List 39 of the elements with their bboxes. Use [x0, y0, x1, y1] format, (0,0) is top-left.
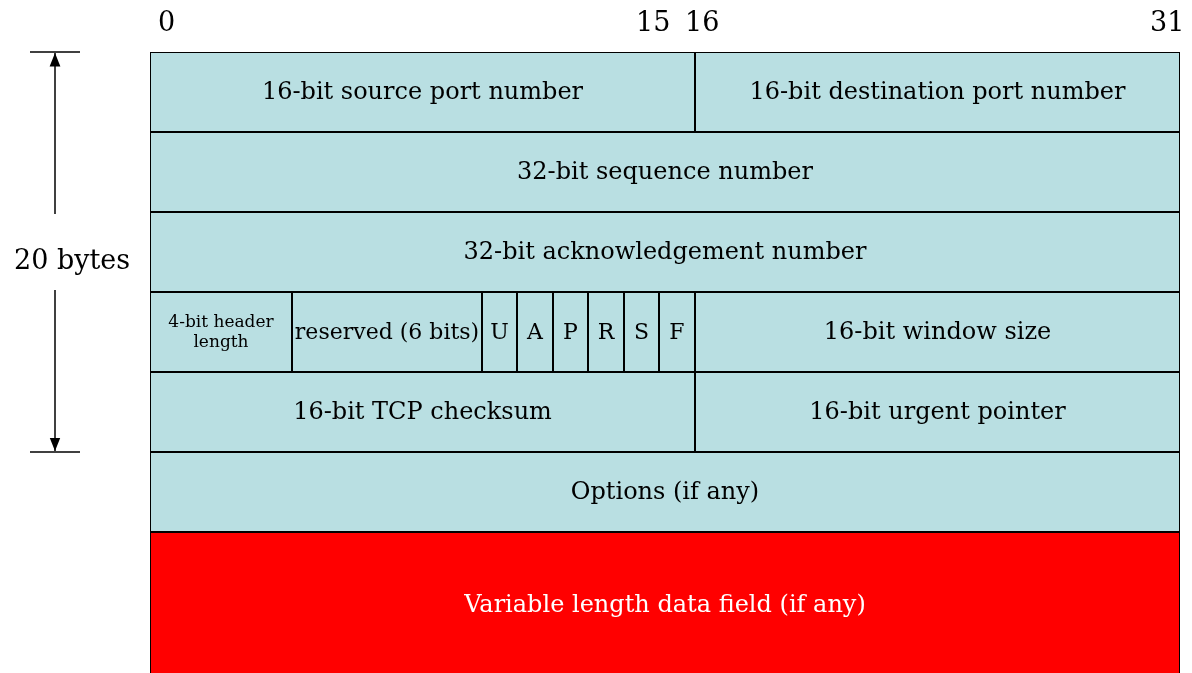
- field-label: R: [597, 319, 615, 345]
- field-label: U: [490, 319, 509, 345]
- header-field: [695, 52, 1180, 132]
- field-label: 16-bit destination port number: [749, 78, 1126, 106]
- header-field: [150, 292, 292, 372]
- header-field: [695, 292, 1180, 372]
- field-label: Options (if any): [570, 478, 760, 506]
- data-field-block: [150, 532, 1180, 673]
- field-label: reserved (6 bits): [294, 319, 480, 345]
- header-field: [150, 212, 1180, 292]
- flag-field: [588, 292, 624, 372]
- bit-number: 15: [636, 8, 671, 35]
- field-label: 16-bit urgent pointer: [809, 398, 1066, 426]
- header-field: [695, 372, 1180, 452]
- header-field: [150, 452, 1180, 532]
- flag-field: [659, 292, 695, 372]
- flag-field: [482, 292, 517, 372]
- field-label: A: [527, 319, 543, 345]
- dimension-label: 20 bytes: [14, 246, 131, 273]
- field-label: 16-bit source port number: [261, 78, 584, 106]
- flag-field: [517, 292, 553, 372]
- header-field: [150, 132, 1180, 212]
- header-field: [292, 292, 482, 372]
- flag-field: [553, 292, 588, 372]
- field-label: 32-bit acknowledgement number: [463, 238, 867, 266]
- field-label: 32-bit sequence number: [517, 158, 813, 186]
- field-label: F: [669, 319, 685, 345]
- field-label: 16-bit TCP checksum: [293, 398, 552, 426]
- bit-number: 16: [685, 8, 720, 35]
- field-label: 16-bit window size: [823, 318, 1052, 346]
- header-field: [150, 52, 695, 132]
- bit-number: 31: [1150, 8, 1185, 35]
- field-label: P: [563, 319, 578, 345]
- field-label: 4-bit header length: [167, 312, 275, 352]
- field-label: Variable length data field (if any): [464, 590, 866, 619]
- field-label: S: [633, 319, 650, 345]
- flag-field: [624, 292, 659, 372]
- header-field: [150, 372, 695, 452]
- bit-number: 0: [158, 8, 176, 35]
